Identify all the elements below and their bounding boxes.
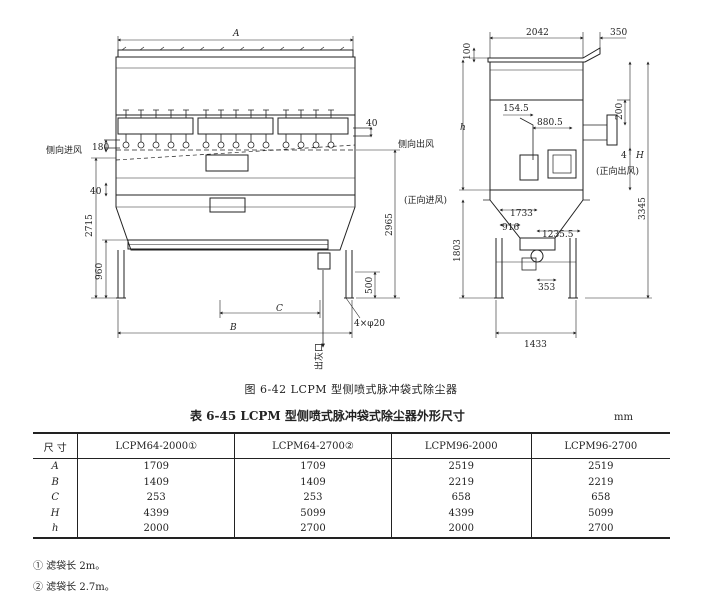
footnote-1: ① 滤袋长 2m。 xyxy=(33,561,106,572)
table-cell: 2700 xyxy=(530,521,670,539)
row-label: h xyxy=(33,521,78,539)
dim-180: 180 xyxy=(92,143,109,153)
dim-154-5: 154.5 xyxy=(503,104,529,114)
side-door xyxy=(547,149,577,179)
column-header: LCPM64-2000① xyxy=(77,432,235,459)
table-row: h 2000 2700 2000 2700 xyxy=(33,521,670,539)
dim-100: 100 xyxy=(463,43,473,60)
dim-353: 353 xyxy=(538,283,555,293)
ash-outlet-label: 出灰口 xyxy=(313,343,325,370)
table-cell: 2000 xyxy=(390,521,532,539)
dimension-table: 尺 寸 LCPM64-2000① LCPM64-2700② LCPM96-200… xyxy=(33,432,670,539)
table-cell: 253 xyxy=(234,490,392,506)
header-label: 尺 寸 xyxy=(33,432,78,459)
table-cell: 2519 xyxy=(530,458,670,475)
dim-880-5: 880.5 xyxy=(537,118,563,128)
forward-outlet-label: (正向出风) xyxy=(596,165,639,177)
table-cell: 2219 xyxy=(530,474,670,490)
pulse-valves xyxy=(122,109,335,149)
table-cell: 5099 xyxy=(530,505,670,521)
manifold-right xyxy=(277,117,349,135)
table-cell: 658 xyxy=(530,490,670,506)
dim-960: 960 xyxy=(95,263,105,280)
column-header: LCPM96-2700 xyxy=(530,432,670,459)
dim-1803: 1803 xyxy=(453,239,463,262)
dim-1235-5: 1235.5 xyxy=(542,230,574,240)
side-legs xyxy=(495,238,577,298)
table-cell: 253 xyxy=(77,490,235,506)
dim-h-label: h xyxy=(460,123,466,133)
dim-B-label: B xyxy=(229,323,237,333)
table-row: H 4399 5099 4399 5099 xyxy=(33,505,670,521)
row-label: C xyxy=(51,492,59,504)
side-view xyxy=(483,47,618,299)
column-header: LCPM96-2000 xyxy=(390,432,532,459)
table-cell: 4399 xyxy=(77,505,235,521)
upper-box xyxy=(115,56,356,116)
dim-2042: 2042 xyxy=(526,28,549,38)
table-cell: 2700 xyxy=(234,521,392,539)
table-row: B 1409 1409 2219 2219 xyxy=(33,474,670,490)
dim-1733: 1733 xyxy=(510,209,533,219)
dim-350: 350 xyxy=(610,28,627,38)
table-cell: 658 xyxy=(390,490,532,506)
front-dimensions xyxy=(91,36,400,348)
row-label: A xyxy=(51,461,59,473)
table-cell: 1709 xyxy=(77,458,235,475)
dim-3345: 3345 xyxy=(638,197,648,220)
table-cell: 1409 xyxy=(77,474,235,490)
dim-A-label: A xyxy=(232,29,240,39)
table-row: C 253 253 658 658 xyxy=(33,490,670,506)
front-view xyxy=(104,46,370,299)
table-cell: 2519 xyxy=(390,458,532,475)
forward-inlet-label: (正向进风) xyxy=(404,194,447,206)
table-cell: 4399 xyxy=(390,505,532,521)
table-unit: mm xyxy=(614,412,633,423)
table-row: A 1709 1709 2519 2519 xyxy=(33,458,670,475)
inspection-door xyxy=(205,154,249,172)
dim-H-label: H xyxy=(635,151,644,161)
dim-40-top: 40 xyxy=(366,119,378,129)
side-valve-box xyxy=(519,154,539,181)
holes-label: 4×φ20 xyxy=(354,319,385,329)
dim-1433: 1433 xyxy=(524,340,547,350)
row-label: H xyxy=(50,507,60,519)
dim-2965: 2965 xyxy=(385,213,395,236)
table-cell: 2219 xyxy=(390,474,532,490)
dim-4: 4 xyxy=(621,151,627,161)
table-title: 表 6-45 LCPM 型侧喷式脉冲袋式除尘器外形尺寸 xyxy=(190,409,465,423)
side-dimensions xyxy=(459,32,652,338)
table-cell: 2000 xyxy=(77,521,235,539)
column-header: LCPM64-2700② xyxy=(234,432,392,459)
table-cell: 1409 xyxy=(234,474,392,490)
dim-C-label: C xyxy=(276,304,283,314)
drive-motor xyxy=(317,252,331,270)
side-inlet-label: 侧向进风 xyxy=(46,144,82,156)
table-cell: 5099 xyxy=(234,505,392,521)
table-header-row: 尺 寸 LCPM64-2000① LCPM64-2700② LCPM96-200… xyxy=(33,432,670,459)
footnote-2: ② 滤袋长 2.7m。 xyxy=(33,582,115,593)
legs xyxy=(117,250,353,298)
dim-200: 200 xyxy=(615,103,625,120)
top-lid xyxy=(117,49,354,58)
side-outlet-label: 侧向出风 xyxy=(398,138,434,150)
figure-caption: 图 6-42 LCPM 型侧喷式脉冲袋式除尘器 xyxy=(244,383,458,396)
manifold-mid xyxy=(197,117,274,135)
side-upper-box xyxy=(489,61,584,101)
dim-2715: 2715 xyxy=(85,214,95,237)
manifold-left xyxy=(117,117,194,135)
dim-916: 916 xyxy=(502,223,519,233)
forward-outlet-flange xyxy=(606,114,618,146)
dim-40-left: 40 xyxy=(90,187,102,197)
technical-drawing: A B C 侧向进风 侧向出风 180 40 40 2715 960 2965 … xyxy=(46,28,652,370)
row-label: B xyxy=(51,476,59,488)
dim-500: 500 xyxy=(365,277,375,294)
hopper xyxy=(115,194,356,251)
table-cell: 1709 xyxy=(234,458,392,475)
